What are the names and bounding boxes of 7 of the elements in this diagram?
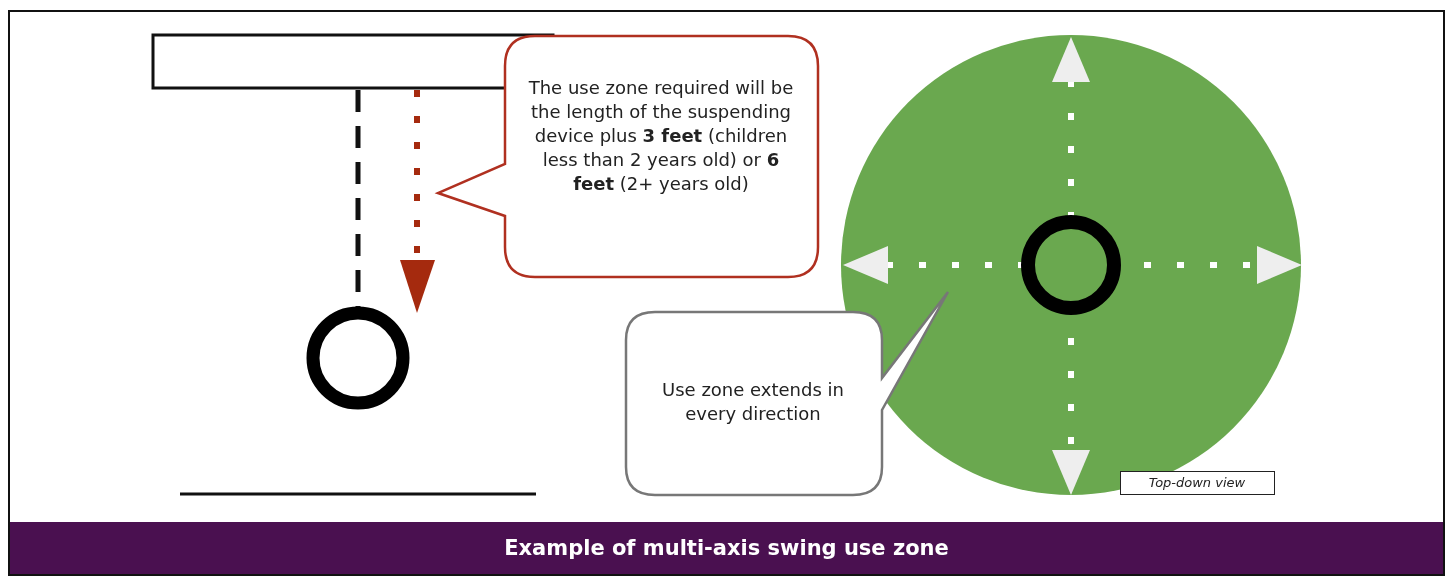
view-label-text: Top-down view xyxy=(1147,474,1247,491)
callout-text: Use zone extends in every direction xyxy=(661,378,845,426)
view-label xyxy=(1120,471,1275,495)
speech-bubble xyxy=(623,290,951,498)
callout-text: The use zone required will be the length of the suspending device plus 3 feet (children less than 2 years old) or 6 feet (2+ years old) xyxy=(527,76,795,196)
speech-bubble xyxy=(436,34,821,280)
caption-text: Example of multi-axis swing use zone xyxy=(503,535,950,561)
